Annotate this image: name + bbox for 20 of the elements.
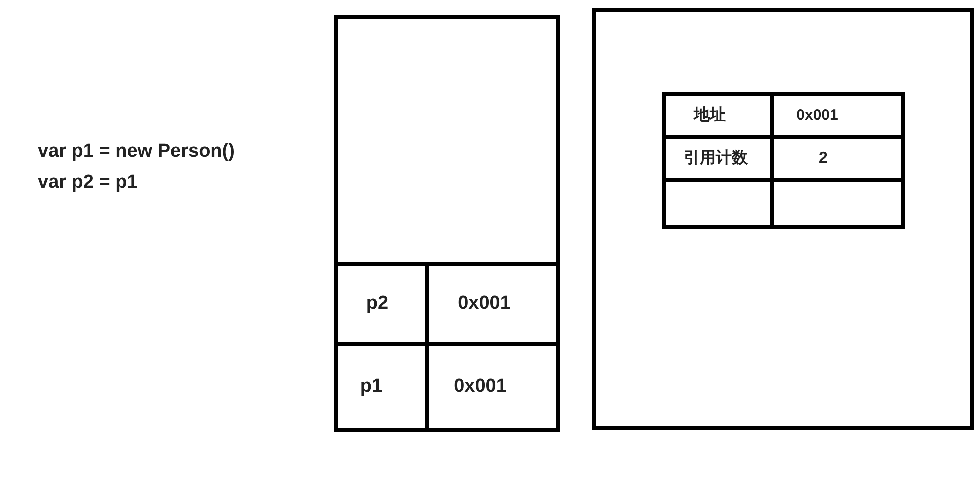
code-line: var p1 = new Person() <box>38 140 235 164</box>
address-value: 0x001 <box>458 292 511 316</box>
code-line: var p2 = p1 <box>38 171 138 195</box>
table-cell <box>662 135 770 178</box>
table-cell <box>770 92 905 135</box>
field-label: 地址 <box>694 106 726 126</box>
heap-panel <box>592 8 974 430</box>
table-cell <box>425 342 556 428</box>
address-value: 0x001 <box>796 106 838 124</box>
variable-name: p1 <box>360 376 383 398</box>
table-cell <box>770 135 905 178</box>
variable-name: p2 <box>366 292 389 316</box>
table-cell <box>770 178 905 229</box>
count-value: 2 <box>819 148 828 168</box>
stack-panel <box>334 15 560 432</box>
table-cell <box>662 92 770 135</box>
table-cell <box>662 178 770 229</box>
field-label: 引用计数 <box>684 148 748 168</box>
address-value: 0x001 <box>454 376 507 398</box>
table-cell <box>425 262 556 342</box>
